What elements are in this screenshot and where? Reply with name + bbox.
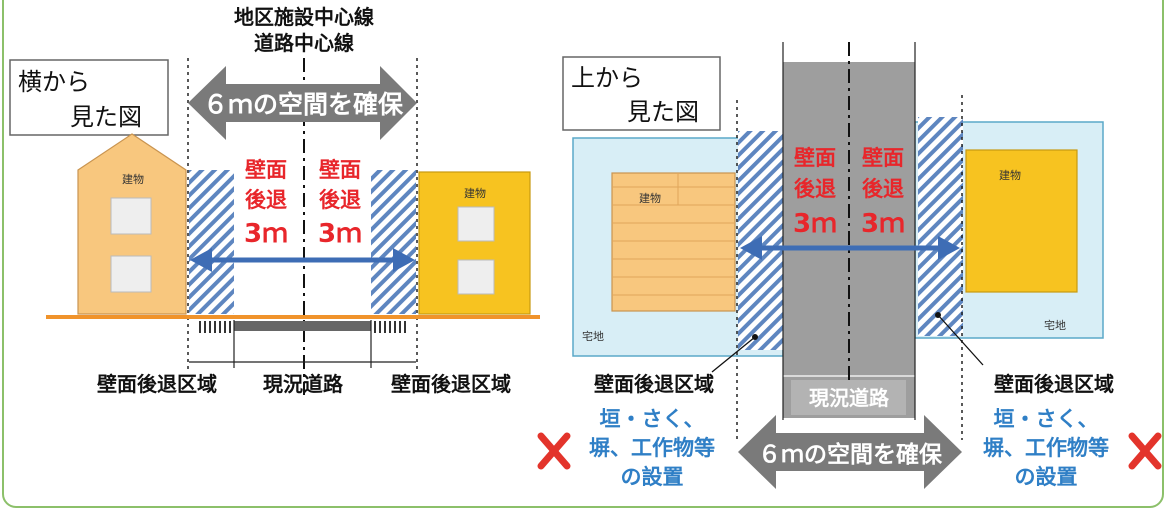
side-right-setback-line1: 壁面 xyxy=(319,158,361,182)
top-left-setback-line3: 3ｍ xyxy=(793,209,837,239)
top-right-zone-leader xyxy=(937,314,984,366)
top-view-label-line2: 見た図 xyxy=(627,98,699,126)
top-right-zone-leader-dot xyxy=(935,312,941,318)
side-left-zone-label: 壁面後退区域 xyxy=(97,372,217,396)
side-right-setback-line2: 後退 xyxy=(319,188,361,212)
top-right-building xyxy=(965,149,1078,293)
side-road-label: 現況道路 xyxy=(263,372,344,396)
side-right-setback-zone xyxy=(371,170,416,314)
side-view: 横から 見た図 地区施設中心線 道路中心線 ６ｍの空間を確保 建物 建物 xyxy=(9,5,540,396)
top-right-setback-line3: 3ｍ xyxy=(861,209,905,239)
top-view-label-box xyxy=(562,56,721,131)
top-left-setback-line1: 壁面 xyxy=(794,146,836,170)
green-frame xyxy=(2,0,1164,508)
side-right-building-label: 建物 xyxy=(464,186,486,200)
side-left-setback-line3: 3ｍ xyxy=(244,219,288,249)
side-view-label-box xyxy=(9,59,169,136)
top-right-building-label: 建物 xyxy=(999,168,1021,182)
side-view-label-line1: 横から xyxy=(18,68,90,96)
top-road-label-bg xyxy=(791,380,906,415)
top-right-cross-icon xyxy=(1128,432,1162,470)
top-left-prohibited-line1: 垣・さく、 xyxy=(600,407,705,431)
top-right-setback-line1: 壁面 xyxy=(862,146,904,170)
side-space-label: ６ｍの空間を確保 xyxy=(203,90,404,119)
side-left-zone-ticks xyxy=(199,321,231,333)
top-left-prohibited-line2: 塀、工作物等 xyxy=(589,436,715,460)
side-right-zone-ticks xyxy=(374,321,406,333)
top-left-lot-label: 宅地 xyxy=(582,329,604,343)
top-right-zone-label: 壁面後退区域 xyxy=(994,372,1114,396)
side-left-setback-line2: 後退 xyxy=(245,188,287,212)
side-right-window-upper xyxy=(457,206,495,242)
top-right-setback-line2: 後退 xyxy=(862,177,904,201)
top-left-prohibited-line3: の設置 xyxy=(621,465,684,489)
side-view-label-line2: 見た図 xyxy=(70,103,142,131)
centerline-label-line1: 地区施設中心線 xyxy=(234,5,374,29)
top-left-zone-leader-dot xyxy=(752,334,758,340)
side-left-window-lower xyxy=(110,255,152,293)
side-left-setback-zone xyxy=(189,170,234,314)
side-right-window-lower xyxy=(457,259,495,295)
centerline-label-line2: 道路中心線 xyxy=(254,31,354,55)
top-left-building-stripes xyxy=(612,173,735,296)
side-left-setback-line1: 壁面 xyxy=(245,158,287,182)
side-road-surface xyxy=(234,321,371,331)
top-view: 上から 見た図 宅地 宅地 建物 建物 現況道路 xyxy=(537,42,1162,489)
side-left-building-label: 建物 xyxy=(122,172,144,186)
top-right-prohibited-line1: 垣・さく、 xyxy=(994,407,1099,431)
top-left-zone-label: 壁面後退区域 xyxy=(594,372,714,396)
top-blue-arrow-right-head xyxy=(938,236,960,260)
top-blue-arrow-left-head xyxy=(740,236,762,260)
top-left-building xyxy=(611,172,736,312)
top-right-setback-zone xyxy=(918,117,963,336)
top-right-prohibited-line2: 塀、工作物等 xyxy=(983,436,1109,460)
top-left-cross-icon xyxy=(537,432,571,470)
top-space-label: ６ｍの空間を確保 xyxy=(758,441,943,468)
top-left-setback-line2: 後退 xyxy=(794,177,836,201)
side-blue-arrow-right-head xyxy=(393,248,415,272)
top-right-prohibited-line3: の設置 xyxy=(1015,465,1078,489)
side-space-arrow xyxy=(188,66,417,140)
side-right-setback-line3: 3ｍ xyxy=(318,219,362,249)
top-space-arrow xyxy=(738,415,962,489)
side-blue-arrow-left-head xyxy=(190,248,212,272)
top-road-label: 現況道路 xyxy=(809,386,890,410)
side-right-zone-label: 壁面後退区域 xyxy=(391,372,511,396)
side-left-window-upper xyxy=(110,197,152,235)
top-left-zone-leader xyxy=(711,336,756,373)
top-view-label-line1: 上から xyxy=(571,64,643,92)
top-left-building-label: 建物 xyxy=(639,191,661,205)
top-right-lot-label: 宅地 xyxy=(1044,318,1066,332)
